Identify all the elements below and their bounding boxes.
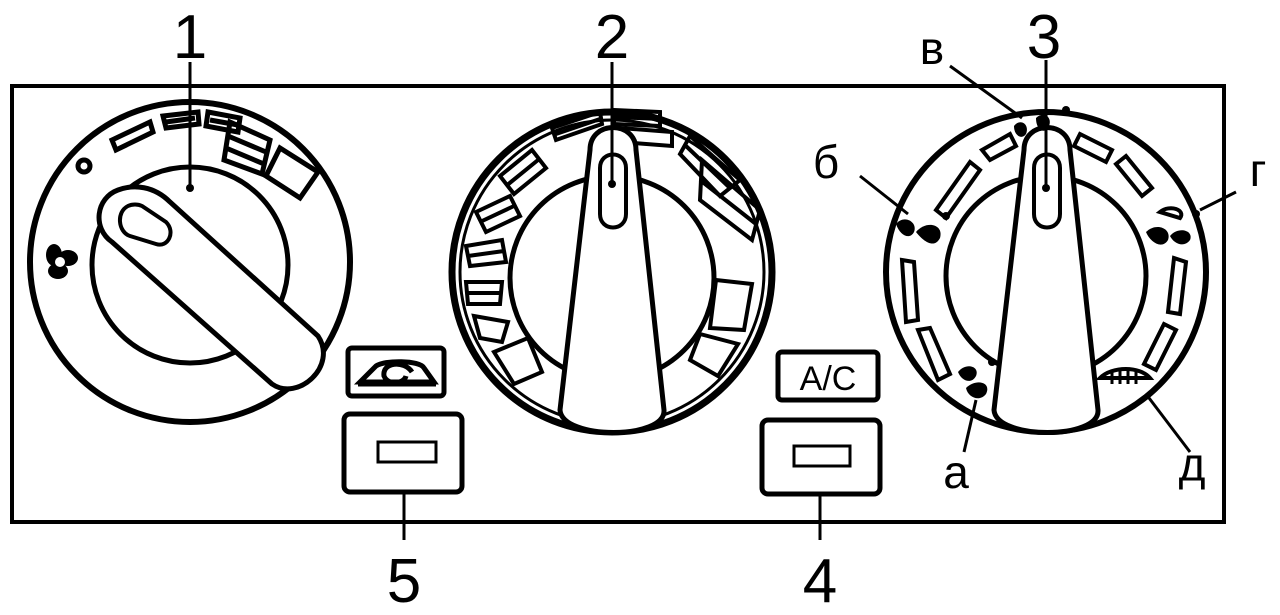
leader-d bbox=[1144, 393, 1192, 453]
temperature-knob-handle[interactable] bbox=[557, 125, 667, 435]
fan-icon bbox=[46, 244, 78, 279]
temp-mark-cold-2 bbox=[473, 193, 523, 235]
temp-mark-cold-5 bbox=[471, 313, 511, 345]
fan-speed-dial[interactable] bbox=[27, 99, 353, 425]
distribution-slot-6 bbox=[915, 325, 953, 383]
temp-mark-cold-1 bbox=[497, 147, 549, 197]
recirculation-control[interactable] bbox=[341, 345, 465, 495]
windshield-defrost-icon bbox=[1095, 367, 1155, 384]
callout-4: 4 bbox=[803, 547, 837, 615]
mode-label-d: д bbox=[1179, 438, 1206, 490]
bilevel-vent-icon bbox=[1014, 106, 1070, 137]
fan-speed-marks bbox=[75, 109, 322, 202]
temperature-dial[interactable] bbox=[448, 92, 776, 436]
distribution-knob-handle[interactable] bbox=[991, 125, 1101, 435]
leader-g bbox=[1199, 190, 1237, 212]
temp-mark-top-1 bbox=[549, 109, 605, 143]
leader-a bbox=[962, 399, 978, 453]
callout-2: 2 bbox=[595, 3, 629, 72]
temp-mark-hot-3 bbox=[707, 277, 755, 333]
callout-1: 1 bbox=[173, 3, 207, 72]
temp-mark-cold-3 bbox=[463, 237, 509, 269]
fan-speed-mark-5 bbox=[262, 144, 322, 202]
fan-speed-mark-1 bbox=[108, 118, 157, 154]
temperature-knob-index-dot bbox=[608, 180, 616, 188]
leader-b bbox=[859, 174, 909, 216]
ac-control[interactable]: A/C bbox=[759, 349, 883, 497]
callout-5: 5 bbox=[387, 547, 421, 615]
face-vent-icon bbox=[896, 212, 950, 244]
temperature-scale-marks bbox=[463, 107, 763, 387]
leader-v bbox=[949, 64, 1023, 120]
mode-label-b: б bbox=[813, 136, 839, 188]
fan-knob-index-dot bbox=[186, 184, 194, 192]
temp-mark-cold-4 bbox=[463, 280, 505, 306]
fan-speed-mark-4 bbox=[221, 118, 273, 178]
feet-vent-icon bbox=[958, 358, 996, 399]
ac-label-plate bbox=[775, 349, 881, 403]
mode-label-g: г bbox=[1250, 144, 1267, 196]
distribution-slot-7 bbox=[1165, 255, 1189, 317]
distribution-knob-index-dot bbox=[1042, 184, 1050, 192]
ac-label: A/C bbox=[800, 360, 857, 398]
temp-mark-hot-4 bbox=[687, 331, 742, 379]
recirculation-button-led bbox=[376, 440, 438, 464]
fan-speed-mark-2 bbox=[159, 109, 202, 131]
temperature-knob-grip bbox=[598, 152, 628, 230]
mode-label-v: в bbox=[920, 22, 944, 74]
mode-label-a: а bbox=[943, 446, 969, 498]
distribution-scale-slots bbox=[899, 131, 1189, 383]
fan-speed-off-mark bbox=[75, 157, 93, 175]
temp-mark-cold-6 bbox=[491, 335, 545, 387]
distribution-slot-3 bbox=[1071, 131, 1115, 165]
distribution-slot-8 bbox=[1141, 321, 1179, 373]
leader-lines bbox=[188, 60, 1237, 540]
distribution-slot-2 bbox=[978, 131, 1019, 163]
temp-mark-hot-2 bbox=[697, 155, 763, 244]
ac-button-led bbox=[792, 444, 852, 468]
callout-3: 3 bbox=[1027, 3, 1061, 72]
recirculation-icon bbox=[353, 359, 439, 387]
temp-mark-top-2 bbox=[612, 107, 662, 129]
distribution-slot-5 bbox=[899, 257, 921, 325]
air-distribution-dial[interactable] bbox=[883, 68, 1209, 435]
feet-defrost-icon bbox=[1146, 206, 1200, 245]
fan-knob-grip bbox=[118, 202, 173, 247]
distribution-slot-4 bbox=[1113, 153, 1155, 199]
